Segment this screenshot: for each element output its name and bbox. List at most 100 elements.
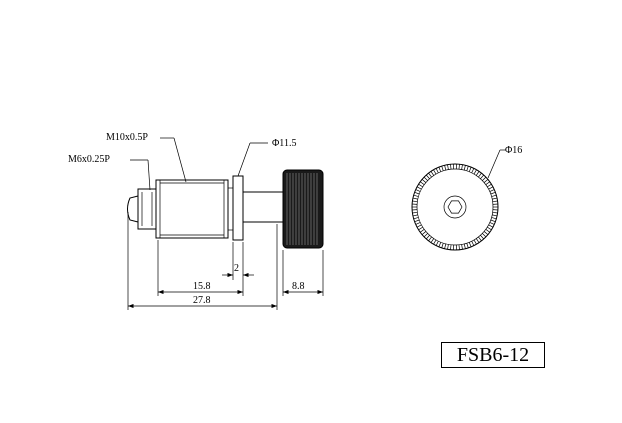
knurl-tooth [447,164,449,170]
knurl-tooth [438,242,442,248]
knurl-tooth [441,165,444,171]
knurl-tooth [489,222,495,225]
knurl-tooth [413,194,419,197]
knurl-tooth [492,214,498,217]
knurl-tooth [415,222,421,225]
knurl-tooth [492,197,498,200]
knurl-tooth [435,240,439,246]
knurl-tooth [441,243,444,249]
large-thread-body [155,179,229,239]
knurl-tooth [488,186,494,190]
knob-outer-circle [411,163,499,251]
knurl-tooth [483,231,489,235]
knurl-tooth [433,169,437,175]
dim-body-length: 15.8 [193,281,211,292]
knurl-tooth [430,238,435,243]
knurl-tooth [487,183,492,188]
knurl-tooth [480,174,485,179]
knurl-tooth [488,224,494,228]
knurl-tooth [412,211,418,214]
knurl-tooth [450,164,452,170]
knurl-tooth [461,164,463,170]
knurl-tooth [471,240,475,246]
knurl-tooth [480,235,485,240]
knurl-tooth [430,171,435,176]
knurl-tooth [425,174,430,179]
knurl-tooth [468,166,472,172]
socket-circle [443,195,467,219]
knurl-tooth [487,226,492,231]
knurl-tooth [420,181,425,185]
dimension-lines [128,272,323,309]
knurl-tooth [458,244,460,250]
hex-socket-icon [447,200,463,214]
knurl-tooth [492,211,498,214]
knurl-tooth [415,189,421,192]
knurl-tooth [412,200,418,203]
thread-leaders [130,137,268,191]
knurl-tooth [473,239,477,245]
knurl-tooth [428,236,432,242]
knurl-tooth [416,186,422,190]
knurl-tooth [420,229,425,233]
knurl-tooth [485,229,490,233]
knurl-tooth [421,179,427,183]
knurl-tooth [418,226,423,231]
knurl-tooth [461,244,463,250]
knurl-tooth [423,233,428,238]
knurl-tooth [482,233,487,238]
knurl-tooth [444,243,447,249]
knurl-tooth [416,224,422,228]
flange-diameter-label: Φ11.5 [272,138,296,149]
end-view: Φ16 [411,145,522,251]
knurl-tooth [492,200,498,203]
side-view: M6x0.25P M10x0.5P Φ11.5 2 15.8 8.8 27.8 [68,132,324,310]
knurl-tooth [468,242,472,248]
knurl-tooth [478,236,482,242]
knurl-tooth [412,214,418,217]
extension-lines [127,212,324,310]
dim-flange-width: 2 [234,263,239,274]
knurl-teeth [412,164,498,250]
knurl-tooth [490,191,496,195]
knurl-tooth [490,219,496,223]
knurl-tooth [491,194,497,197]
knurled-knob [282,169,324,249]
flange [232,175,244,241]
part-number-box: FSB6-12 [441,342,545,368]
knurl-tooth [414,191,420,195]
knurl-tooth [471,168,475,174]
knurl-tooth [466,165,469,171]
knurl-tooth [491,217,497,220]
knurl-tooth [463,165,466,171]
thread-large-label: M10x0.5P [106,132,148,143]
knurl-tooth [447,244,449,250]
knurl-tooth [414,219,420,223]
knurl-tooth [485,181,490,185]
knurl-tooth [482,176,487,181]
knurl-tooth [483,179,489,183]
knurl-tooth [466,243,469,249]
knurl-tooth [475,238,480,243]
knurl-tooth [413,217,419,220]
knurl-tooth [423,176,428,181]
knurl-tooth [418,183,423,188]
knurl-tooth [473,169,477,175]
knurl-tooth [438,166,442,172]
part-number: FSB6-12 [456,344,530,366]
knob-diameter-label: Φ16 [505,145,522,156]
knurl-tooth [463,243,466,249]
dim-knob-length: 8.8 [292,281,305,292]
knurl-tooth [489,189,495,192]
knurl-tooth [421,231,427,235]
small-thread-section [127,188,157,230]
knurl-tooth [435,168,439,174]
knurl-tooth [478,172,482,178]
thread-small-label: M6x0.25P [68,154,110,165]
knurl-tooth [412,197,418,200]
knurl-tooth [444,165,447,171]
knurl-tooth [428,172,432,178]
knurl-tooth [425,235,430,240]
knurl-tooth [450,244,452,250]
